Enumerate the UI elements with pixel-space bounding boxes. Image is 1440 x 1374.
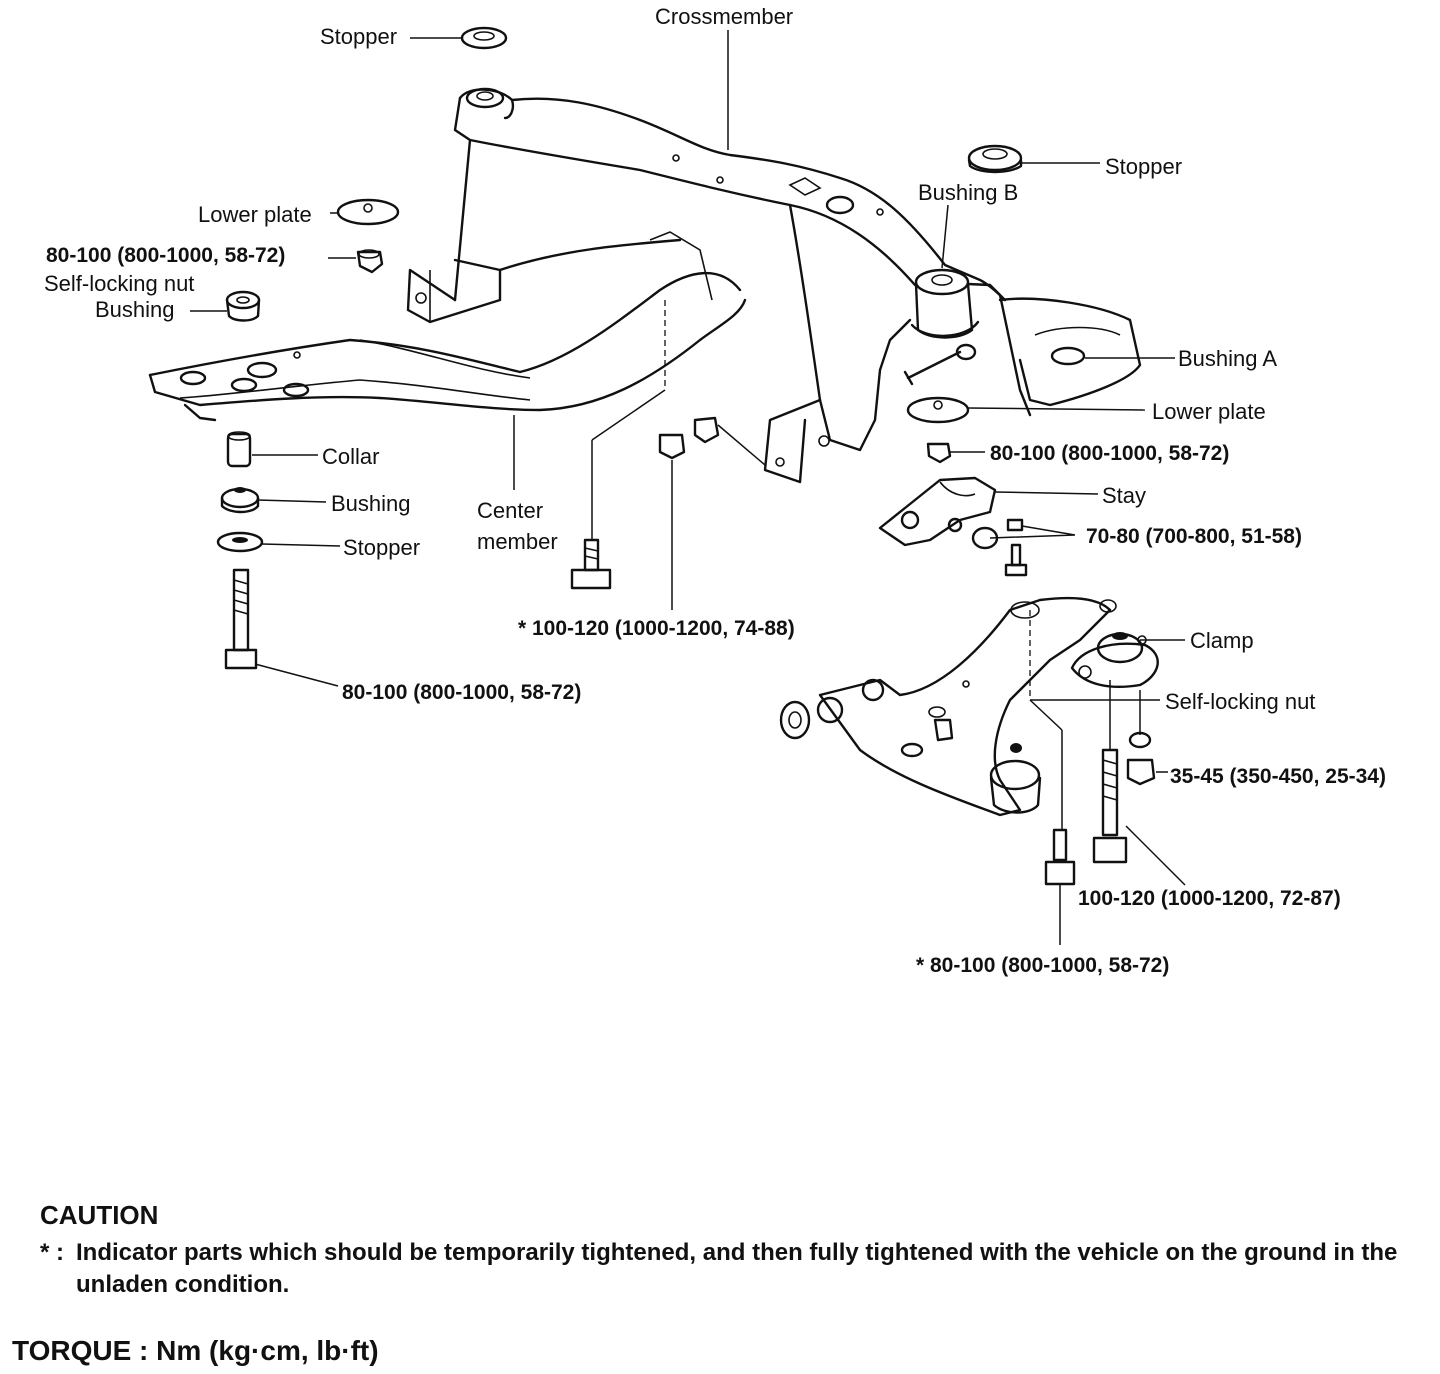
label-torque-stay: 70-80 (700-800, 51-58): [1086, 525, 1302, 548]
label-clamp: Clamp: [1190, 628, 1254, 653]
clamp-nuts: [1126, 731, 1156, 786]
bushing-b-assembly: [910, 268, 1032, 417]
clamp-part: [1070, 632, 1159, 689]
stopper-top-part: [460, 26, 508, 50]
label-self-locking-nut-left: Self-locking nut: [44, 271, 194, 296]
left-mount-stack: [216, 431, 264, 670]
lower-plate-right-part: [906, 396, 970, 424]
caution-title: CAUTION: [40, 1200, 159, 1230]
label-torque-clamp-nut: 35-45 (350-450, 25-34): [1170, 765, 1386, 788]
caution-row: * : Indicator parts which should be temp…: [40, 1237, 1420, 1301]
stopper-right-part: [967, 144, 1023, 174]
exploded-view-diagram: Stopper Crossmember Stopper Bushing B Lo…: [44, 4, 1386, 977]
self-locking-nut-left-part: [356, 249, 384, 274]
caution-asterisk: * :: [40, 1239, 64, 1266]
label-bushing-stack: Bushing: [331, 491, 411, 516]
label-lower-plate-right: Lower plate: [1152, 399, 1266, 424]
caution-text: Indicator parts which should be temporar…: [76, 1239, 1398, 1298]
label-self-locking-nut-right: Self-locking nut: [1165, 689, 1315, 714]
label-torque-arm-bolt: 100-120 (1000-1200, 72-87): [1078, 887, 1341, 910]
center-nuts: [658, 416, 720, 460]
leader-lines: [190, 30, 1186, 945]
center-bolt-part: [570, 538, 612, 590]
bushing-left-part: [225, 290, 261, 322]
stay-part: [878, 476, 1028, 577]
label-torque-center-bolt: * 100-120 (1000-1200, 74-88): [518, 617, 795, 640]
label-bushing-b: Bushing B: [918, 180, 1018, 205]
label-lower-plate-left: Lower plate: [198, 202, 312, 227]
label-stopper-stack: Stopper: [343, 535, 420, 560]
label-torque-arm-front: * 80-100 (800-1000, 58-72): [916, 954, 1169, 977]
bushing-a-plate: [998, 297, 1142, 407]
label-crossmember: Crossmember: [655, 4, 793, 29]
label-collar: Collar: [322, 444, 379, 469]
label-center-member-1: Center: [477, 498, 543, 523]
torque-units: TORQUE : Nm (kg·cm, lb·ft): [12, 1335, 379, 1366]
label-torque-left-bolt: 80-100 (800-1000, 58-72): [342, 681, 581, 704]
bushing-b-bolt: [903, 343, 977, 386]
label-stopper-top: Stopper: [320, 24, 397, 49]
label-bushing-a: Bushing A: [1178, 346, 1277, 371]
label-stay: Stay: [1102, 483, 1146, 508]
caution-section: CAUTION * : Indicator parts which should…: [40, 1200, 1420, 1301]
label-bushing-left: Bushing: [95, 297, 175, 322]
arm-bolts: [1044, 748, 1128, 886]
label-stopper-right: Stopper: [1105, 154, 1182, 179]
label-torque-left-nut: 80-100 (800-1000, 58-72): [46, 244, 285, 267]
lower-plate-left-part: [336, 198, 400, 226]
nut-right-part: [926, 442, 952, 464]
part-labels: Stopper Crossmember Stopper Bushing B Lo…: [44, 4, 1386, 977]
lower-arm-part: [779, 596, 1117, 817]
label-center-member-2: member: [477, 529, 558, 554]
label-torque-right-nut: 80-100 (800-1000, 58-72): [990, 442, 1229, 465]
center-member-part: [148, 271, 747, 422]
